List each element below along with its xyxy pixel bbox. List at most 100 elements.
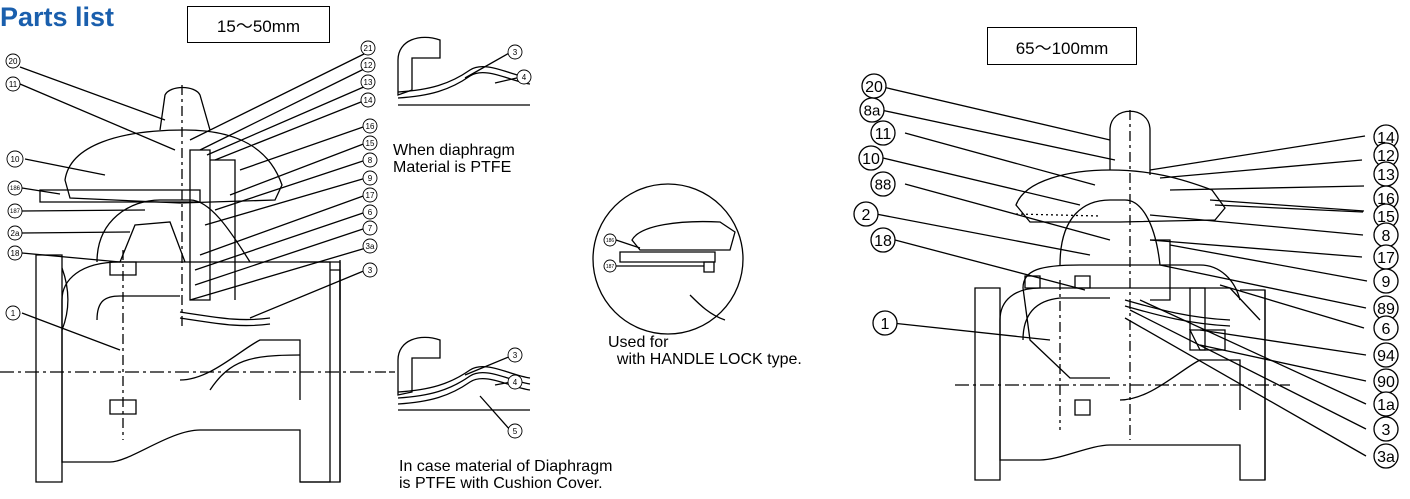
- callout-labels: 2011101861872a1812112131416158917673a334…: [5, 40, 1399, 469]
- callout-right-right-side-17: 17: [1373, 244, 1399, 270]
- callout-number: 10: [11, 155, 20, 164]
- callout-number: 88: [875, 176, 892, 193]
- callout-left-right-side-17: 17: [362, 187, 378, 203]
- callout-circle: [853, 201, 879, 227]
- small-valve-right-leaders: [189, 52, 367, 319]
- callout-circle: [870, 120, 896, 146]
- callout-number: 21: [364, 44, 373, 53]
- callout-left-right-side-13: 13: [360, 74, 376, 90]
- callout-number: 20: [865, 79, 883, 96]
- callout-circle: [7, 225, 23, 241]
- callout-left-right-side-21: 21: [360, 40, 376, 56]
- callout-number: 14: [364, 96, 373, 105]
- callout-circle: [362, 220, 378, 236]
- callout-right-left-side-18: 18: [870, 227, 896, 253]
- large-valve-left-leaders: [875, 86, 1116, 341]
- callout-circle: [362, 238, 378, 254]
- callout-circle: [5, 53, 21, 69]
- callout-circle: [1373, 416, 1399, 442]
- callout-left-side-186: 186: [7, 180, 23, 196]
- detail-handle-lock: [592, 183, 744, 335]
- callout-circle: [360, 57, 376, 73]
- callout-circle: [1373, 315, 1399, 341]
- callout-right-left-side-1: 1: [872, 310, 898, 336]
- callout-number: 186: [606, 238, 615, 244]
- small-valve-drawing: [0, 85, 380, 483]
- callout-number: 1a: [1377, 397, 1395, 414]
- caption-ptfe-line-1: When diaphragm: [393, 142, 515, 159]
- callout-right-left-side-11: 11: [870, 120, 896, 146]
- callout-right-left-side-88: 88: [870, 171, 896, 197]
- callout-number: 13: [364, 78, 373, 87]
- callout-left-right-side-6: 6: [362, 204, 378, 220]
- callout-number: 10: [862, 151, 880, 168]
- callout-right-right-side-6: 6: [1373, 315, 1399, 341]
- callout-right-right-side-94: 94: [1373, 342, 1399, 368]
- callout-circle: [859, 97, 885, 123]
- callout-detail-lock-186: 186: [603, 233, 617, 247]
- callout-detail-cushion-4: 4: [507, 374, 523, 390]
- callout-detail-cushion-3: 3: [507, 347, 523, 363]
- callout-number: 94: [1377, 348, 1395, 365]
- callout-left-right-side-16: 16: [362, 118, 378, 134]
- page-title: Parts list: [0, 2, 115, 32]
- caption-cushion: In case material of Diaphragm is PTFE wi…: [399, 458, 612, 492]
- callout-number: 4: [522, 73, 527, 82]
- callout-number: 3: [513, 48, 518, 57]
- callout-number: 18: [874, 233, 892, 250]
- callout-number: 12: [1377, 148, 1395, 165]
- small-valve-left-leaders: [19, 66, 176, 351]
- callout-detail-ptfe-3: 3: [507, 44, 523, 60]
- detail-ptfe: [397, 36, 531, 106]
- callout-right-right-side-1a: 1a: [1373, 391, 1399, 417]
- callout-circle: [870, 171, 896, 197]
- callout-right-right-side-90: 90: [1373, 368, 1399, 394]
- callout-right-right-side-13: 13: [1373, 161, 1399, 187]
- callout-number: 11: [9, 80, 18, 89]
- callout-circle: [507, 423, 523, 439]
- size-label-large: 65～100mm: [987, 27, 1137, 65]
- callout-number: 17: [366, 191, 375, 200]
- callout-circle: [362, 204, 378, 220]
- callout-right-right-side-89: 89: [1373, 295, 1399, 321]
- caption-lock-line-2: with HANDLE LOCK type.: [608, 351, 802, 368]
- large-valve-drawing: [955, 110, 1290, 481]
- callout-number: 6: [368, 208, 373, 217]
- callout-left-side-18: 18: [7, 245, 23, 261]
- callout-number: 8a: [864, 102, 881, 119]
- callout-number: 5: [513, 427, 518, 436]
- callout-number: 12: [364, 61, 373, 70]
- callout-number: 13: [1377, 167, 1395, 184]
- callout-right-right-side-8: 8: [1373, 222, 1399, 248]
- callout-circle: [1373, 443, 1399, 469]
- callout-number: 3: [368, 266, 373, 275]
- caption-lock-line-1: Used for: [608, 334, 669, 351]
- caption-cushion-line-1: In case material of Diaphragm: [399, 458, 613, 475]
- callout-number: 1: [881, 316, 890, 333]
- callout-left-side-2a: 2a: [7, 225, 23, 241]
- callout-left-side-20: 20: [5, 53, 21, 69]
- callout-circle: [5, 76, 21, 92]
- callout-left-side-187: 187: [7, 203, 23, 219]
- callout-right-right-side-3: 3: [1373, 416, 1399, 442]
- callout-circle: [360, 92, 376, 108]
- callout-detail-ptfe-4: 4: [516, 69, 532, 85]
- callout-right-right-side-3a: 3a: [1373, 443, 1399, 469]
- callout-circle: [516, 69, 532, 85]
- callout-detail-lock-187: 187: [603, 259, 617, 273]
- callout-circle: [362, 170, 378, 186]
- callout-number: 8: [1382, 228, 1391, 245]
- caption-ptfe: When diaphragm Material is PTFE: [393, 142, 515, 176]
- callout-right-right-side-12: 12: [1373, 142, 1399, 168]
- callout-number: 187: [606, 264, 615, 270]
- callout-number: 186: [10, 186, 21, 192]
- callout-circle: [507, 374, 523, 390]
- callout-number: 15: [366, 139, 375, 148]
- callout-circle: [603, 233, 617, 247]
- callout-circle: [360, 74, 376, 90]
- callout-circle: [858, 145, 884, 171]
- callout-circle: [6, 150, 24, 168]
- callout-left-side-11: 11: [5, 76, 21, 92]
- callout-circle: [872, 310, 898, 336]
- callout-circle: [7, 180, 23, 196]
